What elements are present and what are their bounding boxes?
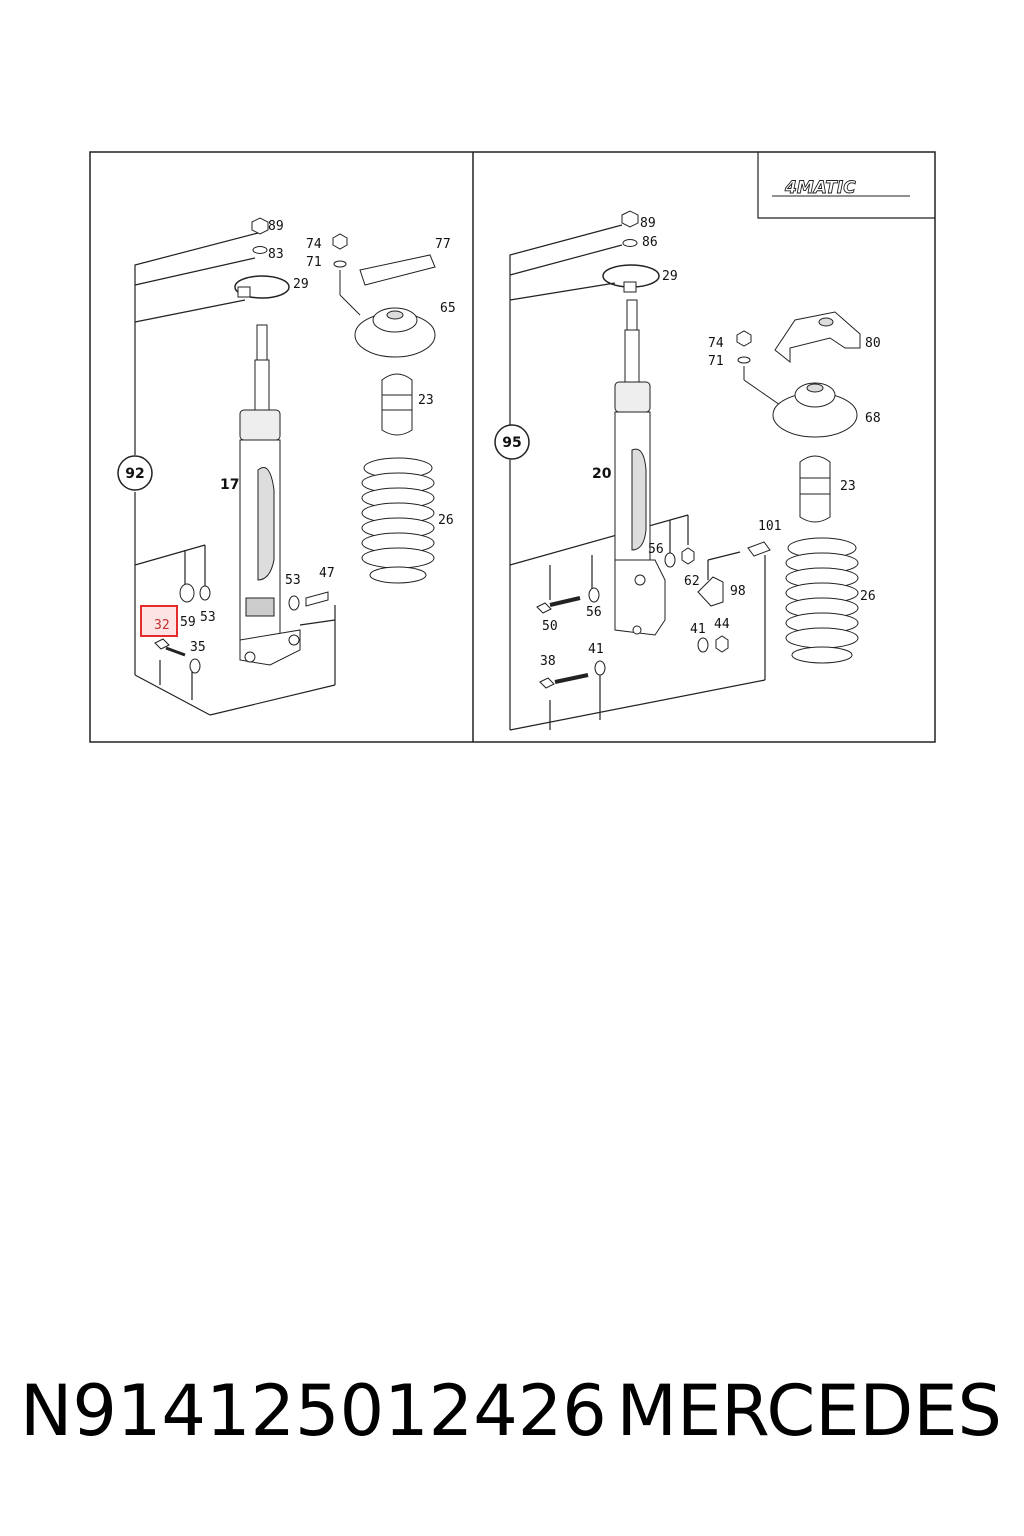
callout-89-right: 89 bbox=[640, 216, 656, 231]
callout-71-right: 71 bbox=[708, 354, 724, 369]
left-panel: 92 bbox=[117, 217, 456, 716]
callout-29: 29 bbox=[293, 277, 309, 292]
callout-74-right: 74 bbox=[708, 336, 724, 351]
callout-62: 62 bbox=[684, 574, 700, 589]
boot-26 bbox=[361, 457, 435, 584]
callout-71: 71 bbox=[306, 255, 322, 270]
callout-29-right: 29 bbox=[662, 269, 678, 284]
callout-101: 101 bbox=[758, 519, 781, 534]
callout-26: 26 bbox=[438, 513, 454, 528]
strut-20 bbox=[614, 299, 666, 636]
callout-50: 50 bbox=[542, 619, 558, 634]
callout-65: 65 bbox=[440, 301, 456, 316]
callout-53: 53 bbox=[285, 573, 301, 588]
callout-68: 68 bbox=[865, 411, 881, 426]
brand-name: MERCEDES bbox=[616, 1370, 1002, 1452]
callout-44: 44 bbox=[714, 617, 730, 632]
callout-41: 41 bbox=[690, 622, 706, 637]
callout-83: 83 bbox=[268, 247, 284, 262]
strut-17 bbox=[239, 324, 301, 666]
callout-77: 77 bbox=[435, 237, 451, 252]
part-number: N914125012426 bbox=[20, 1370, 607, 1452]
callout-35: 35 bbox=[190, 640, 206, 655]
callout-89: 89 bbox=[268, 219, 284, 234]
group-label-right: 95 bbox=[502, 435, 521, 451]
callout-56b: 56 bbox=[586, 605, 602, 620]
callout-80: 80 bbox=[865, 336, 881, 351]
callout-47: 47 bbox=[319, 566, 335, 581]
boot-26-right bbox=[785, 537, 859, 664]
callout-98: 98 bbox=[730, 584, 746, 599]
callout-32: 32 bbox=[154, 618, 170, 633]
callout-23-right: 23 bbox=[840, 479, 856, 494]
callout-53b: 53 bbox=[200, 610, 216, 625]
4matic-badge: 4MATIC bbox=[784, 178, 856, 198]
group-circle-92 bbox=[117, 455, 153, 491]
right-panel: 4MATIC 95 bbox=[494, 152, 935, 731]
callout-56: 56 bbox=[648, 542, 664, 557]
callout-86: 86 bbox=[642, 235, 658, 250]
callout-59: 59 bbox=[180, 615, 196, 630]
strut-label-right: 20 bbox=[592, 466, 612, 482]
callout-41b: 41 bbox=[588, 642, 604, 657]
highlight-box bbox=[140, 605, 178, 637]
callout-23: 23 bbox=[418, 393, 434, 408]
group-label: 92 bbox=[125, 466, 144, 482]
strut-label: 17 bbox=[220, 477, 239, 493]
callout-74: 74 bbox=[306, 237, 322, 252]
callout-26-right: 26 bbox=[860, 589, 876, 604]
diagram-frame bbox=[89, 151, 936, 743]
group-circle-95 bbox=[494, 424, 530, 460]
callout-38: 38 bbox=[540, 654, 556, 669]
